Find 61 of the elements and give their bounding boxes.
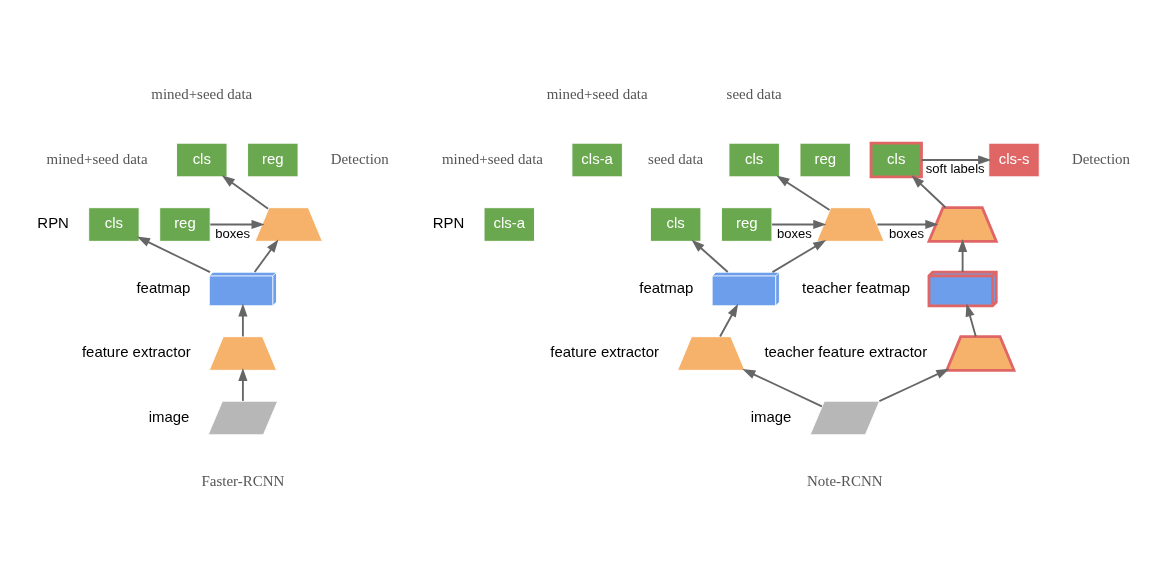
edge-label: soft labels (925, 161, 985, 177)
node-box: reg (721, 207, 773, 242)
label: Detection (330, 150, 389, 167)
node-box: cls (649, 207, 702, 242)
node-box: cls (88, 207, 140, 242)
edge-label: boxes (889, 225, 924, 241)
node-label: RPN (432, 214, 465, 232)
node-trapezoid (208, 336, 277, 371)
arrow (136, 236, 211, 274)
arrow (920, 155, 992, 165)
node-parallelogram (809, 400, 881, 436)
label: mined+seed data (151, 86, 253, 103)
node-parallelogram (207, 400, 279, 436)
arrow (209, 219, 265, 230)
node-trapezoid (254, 207, 323, 242)
node-label: feature extractor (81, 343, 191, 361)
node-label: RPN (37, 214, 69, 232)
arrow (771, 239, 827, 274)
label: mined+seed data (546, 86, 648, 103)
node-box: cls (869, 141, 923, 179)
label: seed data (726, 86, 782, 103)
arrow (771, 219, 827, 230)
node-label: teacher feature extractor (764, 343, 928, 361)
arrow (719, 303, 739, 338)
node-label: featmap (136, 278, 191, 296)
node-trapezoid (816, 207, 885, 242)
node-label: image (148, 407, 190, 425)
label: Note-RCNN (807, 473, 883, 490)
node-box: cls-a (571, 142, 623, 178)
label: Detection (1071, 150, 1130, 167)
node-box: reg (247, 142, 299, 178)
arrow (911, 175, 947, 209)
node-box: cls (176, 142, 228, 178)
node-trapezoid (944, 335, 1017, 372)
edge-label: boxes (215, 225, 251, 241)
node-label: featmap (639, 278, 694, 296)
arrow (965, 303, 977, 338)
label: seed data (648, 150, 704, 167)
label: mined+seed data (46, 150, 148, 167)
label: mined+seed data (442, 150, 543, 167)
label: Faster-RCNN (201, 473, 285, 490)
node-box: reg (799, 142, 851, 178)
node-label: image (750, 407, 792, 425)
arrow (742, 369, 823, 408)
arrow (253, 239, 279, 273)
node-box: cls (728, 142, 780, 178)
arrow (878, 368, 950, 403)
arrow (776, 175, 831, 211)
node-trapezoid (677, 336, 746, 371)
node-label: teacher featmap (802, 278, 911, 296)
node-label: feature extractor (550, 343, 660, 361)
node-box: reg (159, 207, 211, 242)
arrow (238, 303, 248, 338)
arrow (691, 239, 729, 273)
arrow (221, 175, 270, 210)
arrow (238, 367, 248, 402)
arrow (958, 238, 968, 273)
edge-label: boxes (776, 225, 812, 241)
node-box: cls-s (988, 142, 1040, 178)
arrow (876, 219, 939, 230)
node-box: cls-a (483, 207, 535, 242)
